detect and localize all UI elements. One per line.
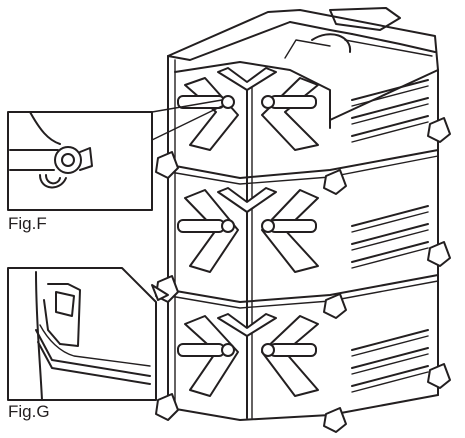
fig-g-pointer bbox=[151, 284, 169, 301]
tier-3-unit bbox=[155, 313, 451, 433]
cam-lock-bolt-detail-icon bbox=[9, 111, 93, 189]
stacking-hook-detail-icon bbox=[35, 271, 151, 401]
fig-g-label: Fig.G bbox=[8, 402, 50, 421]
fig-f-frame bbox=[7, 111, 153, 211]
tier-1-unit bbox=[155, 67, 451, 195]
tier-2-unit bbox=[155, 187, 451, 319]
fig-f-label: Fig.F bbox=[8, 214, 47, 233]
fig-g-frame bbox=[7, 267, 157, 401]
stacked-amplifier-rack-icon bbox=[155, 7, 451, 433]
top-lid-icon bbox=[167, 7, 439, 71]
fig-f-callout bbox=[7, 99, 223, 211]
fig-g-callout bbox=[7, 267, 157, 401]
